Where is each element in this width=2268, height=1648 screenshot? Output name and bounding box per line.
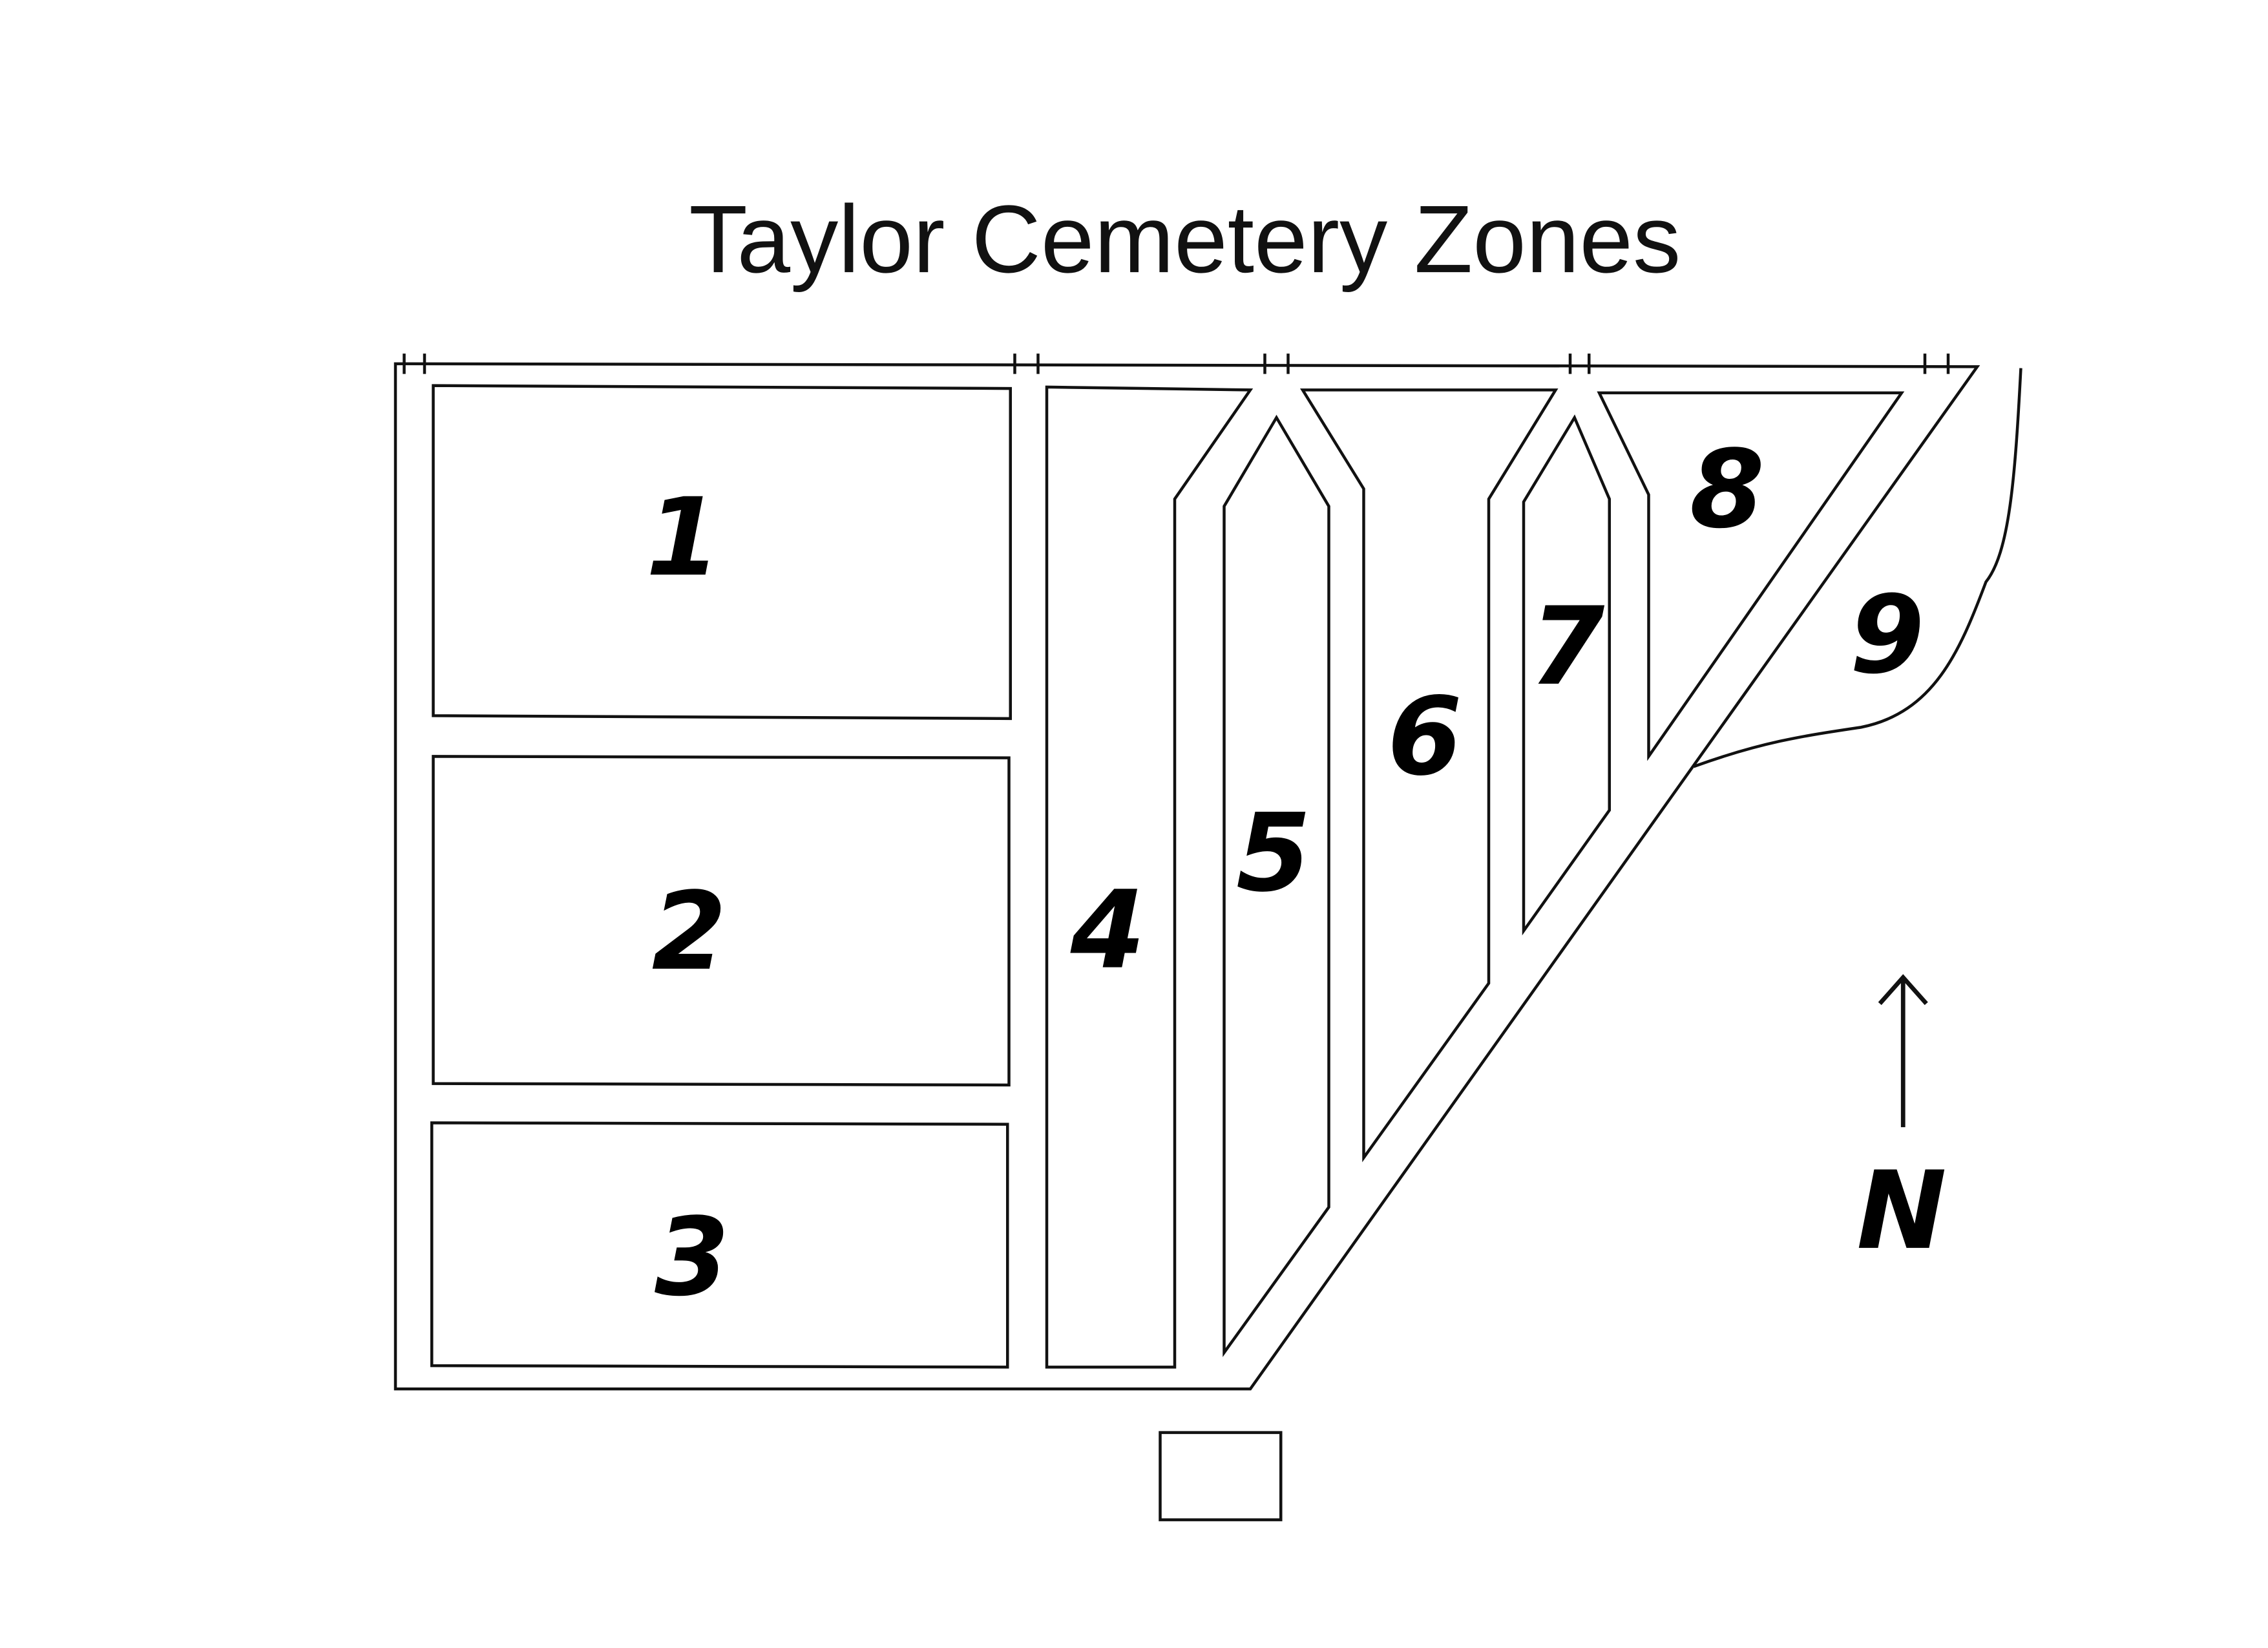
zone-1-outline xyxy=(432,384,1012,721)
zone-8-outline xyxy=(1597,391,1905,761)
zone-3-label: 3 xyxy=(655,1195,730,1320)
zone-8-label: 8 xyxy=(1690,427,1765,553)
map-title: Taylor Cemetery Zones xyxy=(689,186,1681,293)
north-arrow-icon xyxy=(1878,974,1928,1128)
zone-6-label: 6 xyxy=(1387,674,1462,799)
zone-6-outline xyxy=(1299,388,1559,1163)
building xyxy=(1159,1431,1283,1521)
zone-7-outline xyxy=(1522,414,1611,936)
zone-2-label: 2 xyxy=(652,869,727,995)
zone-9-label: 9 xyxy=(1850,573,1925,698)
cemetery-boundary xyxy=(394,354,1980,1391)
zone-4-outline xyxy=(1045,385,1254,1369)
zone-9-outline xyxy=(1693,368,2022,768)
zone-7-label: 7 xyxy=(1530,584,1605,710)
zone-5-label: 5 xyxy=(1236,790,1311,916)
zone-2-outline xyxy=(432,755,1011,1087)
fence-ticks xyxy=(403,354,1950,374)
zone-1-label: 1 xyxy=(646,475,721,600)
zone-5-outline xyxy=(1223,414,1330,1357)
compass-north-label: N xyxy=(1856,1148,1946,1274)
zone-4-label: 4 xyxy=(1070,868,1146,993)
zone-3-outline xyxy=(430,1121,1009,1369)
